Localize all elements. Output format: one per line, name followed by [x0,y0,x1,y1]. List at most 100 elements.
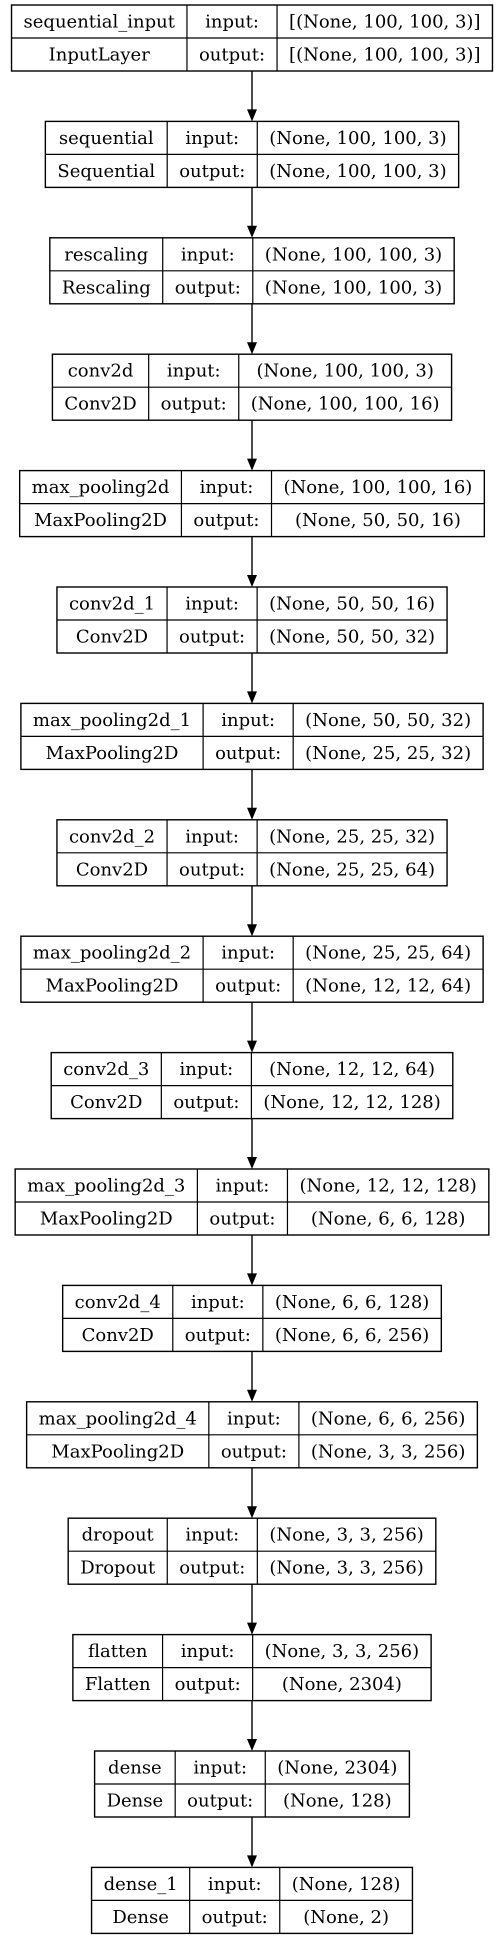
output-label: output: [161,394,227,415]
output-shape: (None, 128) [283,1791,392,1812]
output-label: output: [215,976,281,997]
output-shape: (None, 100, 100, 3) [269,161,446,182]
arrow-head [247,1622,257,1635]
layer-type: Conv2D [76,859,148,880]
input-shape: (None, 12, 12, 128) [299,1176,476,1197]
edge-arrow [247,1118,257,1169]
layer-name: dense_1 [104,1874,178,1895]
arrow-head [247,225,257,238]
edge-arrow [247,1351,257,1402]
layer-type: Sequential [57,161,155,182]
arrow-head [247,924,257,937]
input-shape: (None, 100, 100, 3) [269,128,446,149]
output-shape: (None, 12, 12, 128) [263,1092,440,1113]
arrow-head [247,1506,257,1519]
edge-arrow [247,885,257,937]
layer-type: MaxPooling2D [51,1441,184,1462]
layer-type: Conv2D [82,1325,154,1346]
output-label: output: [175,1674,241,1695]
layer-name: sequential [59,128,154,149]
edge-arrow [247,187,257,238]
input-label: input: [179,1059,233,1080]
arrow-head [247,575,257,587]
output-shape: (None, 3, 3, 256) [311,1441,465,1462]
arrow-head [247,1273,257,1286]
arrow-head [247,691,257,704]
layer-type: MaxPooling2D [40,1209,173,1230]
output-label: output: [215,743,281,764]
output-label: output: [209,1209,275,1230]
layer-name: conv2d_3 [63,1059,149,1080]
input-label: input: [221,943,275,964]
input-shape: (None, 50, 50, 32) [305,710,471,731]
arrow-head [247,1157,257,1169]
edge-arrow [247,653,257,704]
layer-node-dense-1: dense_1 input: (None, 128) Dense output: (Non… [90,1866,414,1935]
layer-name: max_pooling2d [32,477,170,498]
layer-type: Conv2D [70,1092,142,1113]
input-label: input: [185,826,239,847]
input-shape: (None, 100, 100, 3) [265,244,442,265]
output-shape: [(None, 100, 100, 3)] [289,45,480,66]
output-shape: (None, 3, 3, 256) [269,1558,423,1579]
input-shape: (None, 12, 12, 64) [269,1059,435,1080]
input-label: input: [221,710,275,731]
edge-arrow [247,1235,257,1286]
edge-arrow [247,536,257,587]
output-label: output: [175,277,241,298]
output-shape: (None, 100, 100, 16) [251,394,440,415]
input-shape: [(None, 100, 100, 3)] [289,12,480,33]
input-label: input: [191,1292,245,1313]
output-shape: (None, 2) [303,1907,389,1928]
output-label: output: [187,1791,253,1812]
input-label: input: [185,1525,239,1546]
edge-arrow [247,1467,257,1519]
layer-type: Conv2D [64,394,136,415]
output-label: output: [179,1558,245,1579]
layer-name: conv2d_1 [69,594,155,615]
edge-arrow [247,1584,257,1635]
input-shape: (None, 128) [292,1874,401,1895]
layer-name: max_pooling2d_2 [33,943,191,964]
output-label: output: [221,1441,287,1462]
layer-type: MaxPooling2D [46,976,179,997]
layer-node-conv2d-3: conv2d_3 input: (None, 12, 12, 64) Conv2D ou… [50,1051,454,1120]
layer-name: sequential_input [24,12,176,33]
input-label: input: [216,1176,270,1197]
layer-name: max_pooling2d_1 [33,710,191,731]
layer-name: dense [108,1758,162,1779]
arrow-head [247,342,257,355]
output-shape: (None, 2304) [282,1674,402,1695]
layer-type: MaxPooling2D [34,510,167,531]
edge-arrow [247,1002,257,1053]
output-shape: (None, 25, 25, 64) [269,859,435,880]
edge-arrow [247,1817,257,1868]
edge-arrow [247,420,257,471]
edge-arrow [247,71,257,122]
layer-name: flatten [88,1641,148,1662]
layer-name: conv2d [68,361,134,382]
layer-type: Dense [112,1907,169,1928]
input-shape: (None, 6, 6, 128) [275,1292,429,1313]
output-label: output: [173,1092,239,1113]
arrow-head [247,1855,257,1868]
edges-layer [247,71,257,1868]
nodes-layer: sequential_input input: [(None, 100, 100, … [10,4,494,1935]
layer-name: conv2d_4 [75,1292,161,1313]
input-shape: (None, 100, 100, 3) [256,361,433,382]
layer-type: MaxPooling2D [46,743,179,764]
output-label: output: [179,627,245,648]
arrow-head [247,1389,257,1402]
input-label: input: [185,594,239,615]
arrow-head [247,109,257,122]
output-label: output: [202,1907,268,1928]
input-label: input: [208,1874,262,1895]
